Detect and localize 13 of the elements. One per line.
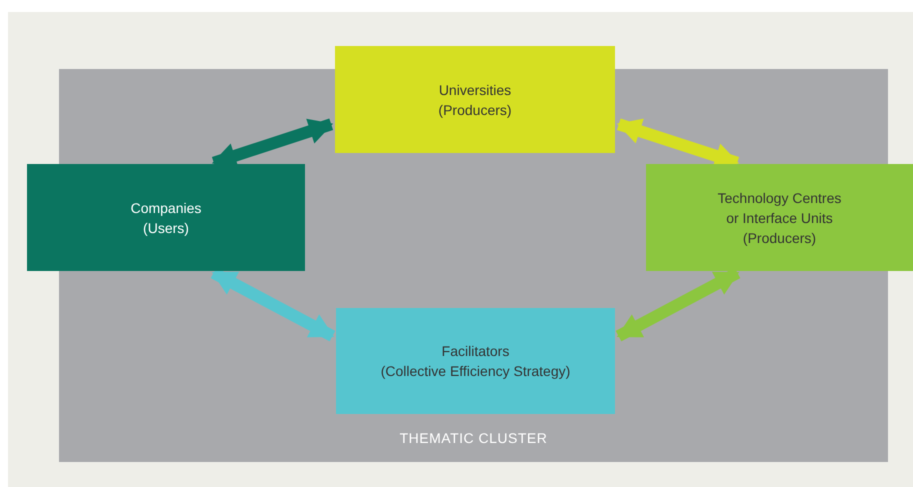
- facilitator-box: [336, 308, 615, 414]
- node-label: (Producers): [742, 228, 816, 248]
- node-label: Technology Centres or Interface Units: [716, 188, 842, 228]
- producer-box: [646, 164, 913, 271]
- user-box: [27, 164, 305, 271]
- node-label: Universities: [438, 80, 512, 100]
- cluster-label: THEMATIC CLUSTER: [400, 429, 548, 448]
- producer-box: [335, 46, 615, 153]
- node-label: Facilitators: [442, 342, 510, 361]
- node-label: (Producers): [438, 100, 512, 120]
- node-label: (Users): [143, 218, 189, 238]
- node-label: (Collective Efficiency Strategy): [380, 362, 570, 381]
- node-label: Companies: [130, 198, 202, 218]
